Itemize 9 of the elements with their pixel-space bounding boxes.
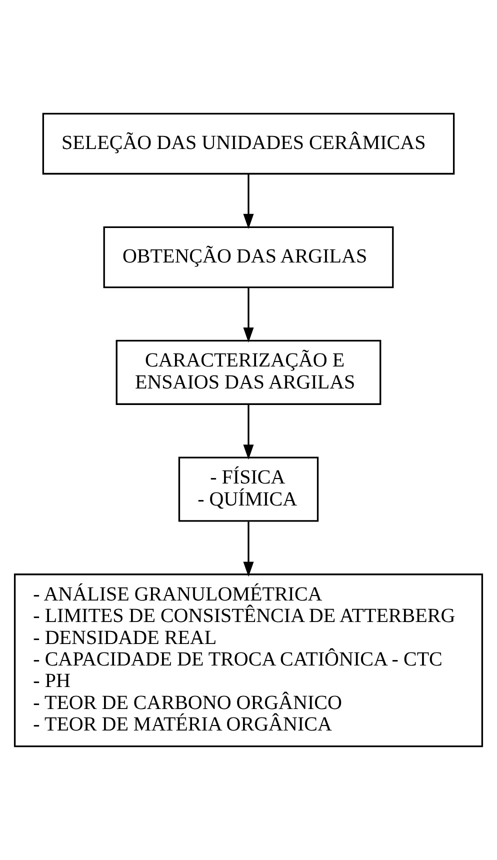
- node-box: - FÍSICA - QUÍMICA: [178, 456, 319, 522]
- node-box: SELEÇÃO DAS UNIDADES CERÂMICAS: [42, 112, 455, 175]
- node-box: OBTENÇÃO DAS ARGILAS: [103, 226, 394, 288]
- node-box: - ANÁLISE GRANULOMÉTRICA - LIMITES DE CONSISTÊNCIA DE ATTERBERG - DENSIDADE REAL - CAPACIDADE DE TROCA CATIÔNICA - CTC - PH - TEOR DE CARBONO ORGÂNICO - TEOR DE MATÉRIA ORGÂNICA: [14, 574, 484, 748]
- arrow: [243, 288, 254, 343]
- node-box: CARACTERIZAÇÃO E ENSAIOS DAS ARGILAS: [116, 340, 382, 405]
- arrow: [243, 522, 254, 577]
- arrow: [243, 174, 254, 229]
- arrow: [243, 404, 254, 460]
